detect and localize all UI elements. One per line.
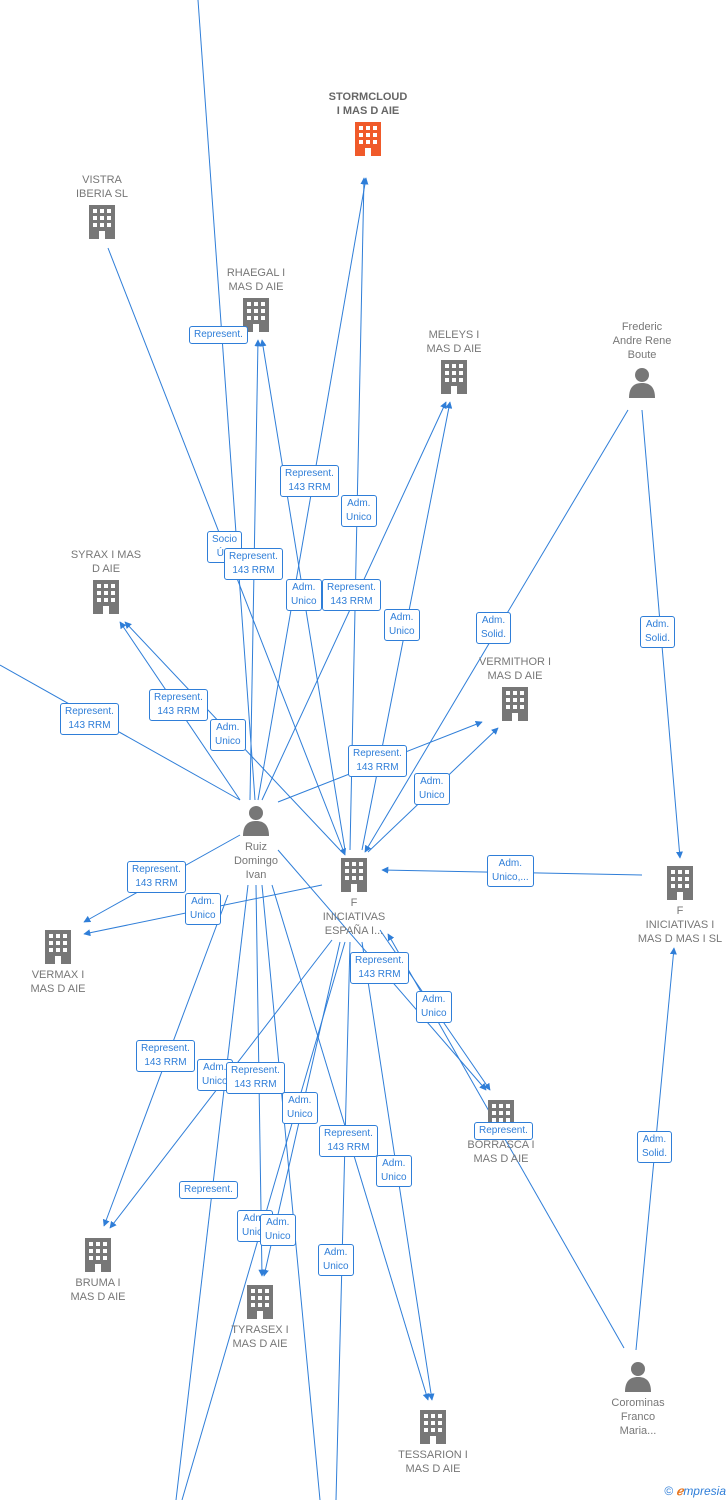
edge-label: Represent. 143 RRM (136, 1040, 195, 1072)
node-label: STORMCLOUD I MAS D AIE (328, 91, 408, 117)
node-label: SYRAX I MAS D AIE (70, 549, 142, 575)
edge-label: Represent. (189, 326, 248, 344)
node-label: F INICIATIVAS I MAS D MAS I SL (637, 905, 723, 945)
edge-label: Adm. Solid. (637, 1131, 673, 1163)
brand-logo: ©ℯmpresia (664, 1484, 726, 1498)
edge-label: Adm. Unico (416, 991, 452, 1023)
edge-label: Adm. Unico (318, 1244, 354, 1276)
building-icon (502, 687, 528, 721)
node-vermax[interactable]: VERMAX I MAS D AIE (16, 930, 100, 996)
node-label: RHAEGAL I MAS D AIE (226, 267, 286, 293)
building-icon (247, 1285, 273, 1319)
node-label: TYRASEX I MAS D AIE (231, 1324, 289, 1350)
edge (197, 0, 256, 801)
node-label: MELEYS I MAS D AIE (426, 329, 482, 355)
edge-label: Represent. 143 RRM (60, 703, 119, 735)
node-rhaegal[interactable]: RHAEGAL I MAS D AIE (214, 266, 298, 332)
edge (335, 941, 351, 1500)
node-frederic[interactable]: Frederic Andre Rene Boute (598, 320, 686, 398)
node-label: F INICIATIVAS ESPAÑA I... (322, 897, 386, 937)
node-label: VERMAX I MAS D AIE (30, 969, 86, 995)
person-icon (625, 1362, 651, 1392)
edge-label: Represent. (474, 1122, 533, 1140)
building-icon (89, 205, 115, 239)
node-f-iniciativas-sl[interactable]: F INICIATIVAS I MAS D MAS I SL (632, 866, 728, 946)
brand-name: mpresia (683, 1484, 726, 1498)
node-label: BORRASCA I MAS D AIE (467, 1139, 535, 1165)
edge-label: Represent. 143 RRM (350, 952, 409, 984)
node-tessarion[interactable]: TESSARION I MAS D AIE (388, 1410, 478, 1476)
edge-label: Represent. 143 RRM (319, 1125, 378, 1157)
node-label: TESSARION I MAS D AIE (398, 1449, 468, 1475)
edge-label: Adm. Unico (282, 1092, 318, 1124)
edge (261, 884, 321, 1500)
building-icon (420, 1410, 446, 1444)
node-label: VERMITHOR I MAS D AIE (478, 656, 552, 682)
edge-label: Represent. 143 RRM (226, 1062, 285, 1094)
edge (0, 664, 241, 801)
node-vistra[interactable]: VISTRA IBERIA SL (61, 173, 143, 239)
building-icon (93, 580, 119, 614)
node-stormcloud[interactable]: STORMCLOUD I MAS D AIE (318, 90, 418, 156)
node-bruma[interactable]: BRUMA I MAS D AIE (56, 1238, 140, 1304)
edge-label: Adm. Unico (341, 495, 377, 527)
building-icon (341, 858, 367, 892)
edge-label: Represent. 143 RRM (127, 861, 186, 893)
node-tyrasex[interactable]: TYRASEX I MAS D AIE (218, 1285, 302, 1351)
node-corominas[interactable]: Corominas Franco Maria... (596, 1360, 680, 1438)
copyright-symbol: © (664, 1484, 674, 1498)
edge-label: Adm. Unico,... (487, 855, 534, 887)
edge-label: Adm. Unico (286, 579, 322, 611)
person-icon (243, 806, 269, 836)
node-label: Corominas Franco Maria... (611, 1397, 665, 1437)
person-icon (629, 368, 655, 398)
building-icon (441, 360, 467, 394)
node-label: BRUMA I MAS D AIE (70, 1277, 126, 1303)
node-vermithor[interactable]: VERMITHOR I MAS D AIE (470, 655, 560, 721)
edge-label: Represent. 143 RRM (149, 689, 208, 721)
node-borrasca-label: BORRASCA I MAS D AIE (456, 1138, 546, 1166)
edge-label: Represent. 143 RRM (224, 548, 283, 580)
edge-label: Represent. 143 RRM (322, 579, 381, 611)
edge-label: Adm. Unico (384, 609, 420, 641)
node-f-iniciativas-espana[interactable]: F INICIATIVAS ESPAÑA I... (308, 858, 400, 938)
edge-label: Represent. (179, 1181, 238, 1199)
edge-label: Represent. 143 RRM (280, 465, 339, 497)
building-icon (85, 1238, 111, 1272)
node-label: Ruiz Domingo Ivan (233, 841, 279, 881)
edge-label: Adm. Unico (210, 719, 246, 751)
brand-initial: ℯ (676, 1484, 684, 1498)
node-label: VISTRA IBERIA SL (76, 174, 128, 200)
edge-label: Adm. Solid. (476, 612, 512, 644)
edge-label: Adm. Unico (260, 1214, 296, 1246)
edge-label: Adm. Unico (376, 1155, 412, 1187)
edge-label: Adm. Unico (414, 773, 450, 805)
building-icon (45, 930, 71, 964)
node-ruiz[interactable]: Ruiz Domingo Ivan (216, 804, 296, 882)
edge-label: Adm. Unico (185, 893, 221, 925)
building-icon (667, 866, 693, 900)
building-icon (355, 122, 381, 156)
node-label: Frederic Andre Rene Boute (612, 321, 672, 361)
node-meleys[interactable]: MELEYS I MAS D AIE (412, 328, 496, 394)
node-syrax[interactable]: SYRAX I MAS D AIE (60, 548, 152, 614)
edge-label: Represent. 143 RRM (348, 745, 407, 777)
edge-label: Adm. Solid. (640, 616, 676, 648)
